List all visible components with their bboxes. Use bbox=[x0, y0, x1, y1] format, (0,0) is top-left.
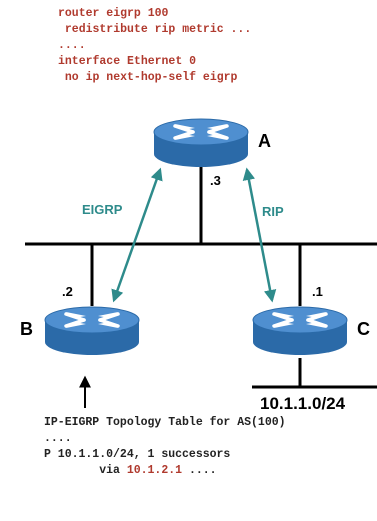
next-hop-suffix: .... bbox=[182, 464, 217, 477]
config-line-4: interface Ethernet 0 bbox=[58, 55, 197, 68]
eigrp-label: EIGRP bbox=[82, 202, 123, 217]
router-c-name: C bbox=[357, 319, 370, 339]
router-b-name: B bbox=[20, 319, 33, 339]
topology-table-block: IP-EIGRP Topology Table for AS(100).... P… bbox=[44, 415, 286, 479]
network-label: 10.1.1.0/24 bbox=[260, 394, 346, 413]
config-block: router eigrp 100 redistribute rip metric… bbox=[58, 6, 251, 86]
config-line-5: no ip next-hop-self eigrp bbox=[58, 71, 238, 84]
next-hop-ip: 10.1.2.1 bbox=[126, 464, 183, 477]
config-line-2: redistribute rip metric ... bbox=[58, 23, 252, 36]
topology-ellipsis: .... bbox=[44, 432, 72, 445]
router-c-address: .1 bbox=[312, 284, 323, 299]
router-a-icon bbox=[153, 118, 249, 167]
config-line-1: router eigrp 100 bbox=[58, 7, 169, 20]
router-b-icon bbox=[44, 306, 140, 355]
config-line-3: .... bbox=[58, 39, 86, 52]
router-b-address: .2 bbox=[62, 284, 73, 299]
topology-header: IP-EIGRP Topology Table for AS(100) bbox=[44, 416, 286, 429]
eigrp-arrow bbox=[111, 167, 163, 303]
router-a-address: .3 bbox=[210, 173, 221, 188]
topology-entry: P 10.1.1.0/24, 1 successors bbox=[44, 448, 231, 461]
topology-next-hop-line: via 10.1.2.1 .... bbox=[44, 463, 286, 479]
rip-label: RIP bbox=[262, 204, 284, 219]
next-hop-prefix: via bbox=[44, 464, 127, 477]
router-a-name: A bbox=[258, 131, 271, 151]
rip-arrow bbox=[242, 167, 277, 303]
router-c-icon bbox=[252, 306, 348, 355]
